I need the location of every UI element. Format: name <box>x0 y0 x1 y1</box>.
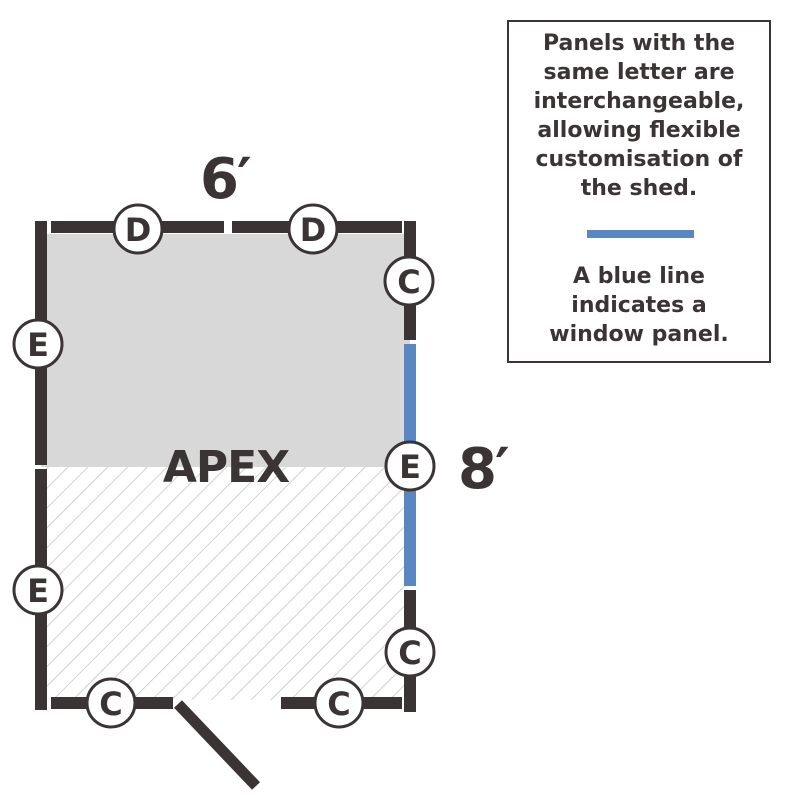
hatched-floor-area <box>41 467 410 700</box>
panel-marker-left-lower: E <box>12 564 64 616</box>
panel-marker-right-middle: E <box>384 440 436 492</box>
legend-interchangeable-note: Panels with the same letter are intercha… <box>533 31 745 201</box>
panel-marker-bottom-right: C <box>313 677 365 729</box>
apex-roof-area <box>41 234 410 467</box>
door <box>174 700 260 790</box>
legend-window-note: A blue line indicates a window panel. <box>549 264 729 347</box>
apex-label: APEX <box>163 442 290 493</box>
legend-box: Panels with the same letter are intercha… <box>507 20 771 363</box>
panel-marker-bottom-left: C <box>85 677 137 729</box>
panel-letter: D <box>300 211 327 249</box>
panel-marker-top-left: D <box>112 203 164 255</box>
panel-letter: E <box>399 448 421 486</box>
window-line-swatch <box>587 230 694 238</box>
width-dimension-label: 6′ <box>200 147 252 212</box>
panel-letter: E <box>27 326 49 364</box>
panel-marker-left-upper: E <box>12 318 64 370</box>
panel-letter: C <box>397 263 420 301</box>
panel-marker-top-right: D <box>287 203 339 255</box>
panel-letter: D <box>125 211 152 249</box>
panel-letter: E <box>27 572 49 610</box>
panel-letter: C <box>327 685 350 723</box>
panel-letter: C <box>398 634 421 672</box>
panel-letter: C <box>99 685 122 723</box>
panel-marker-right-lower: C <box>384 626 436 678</box>
panel-marker-right-upper: C <box>383 255 435 307</box>
depth-dimension-label: 8′ <box>458 437 510 502</box>
